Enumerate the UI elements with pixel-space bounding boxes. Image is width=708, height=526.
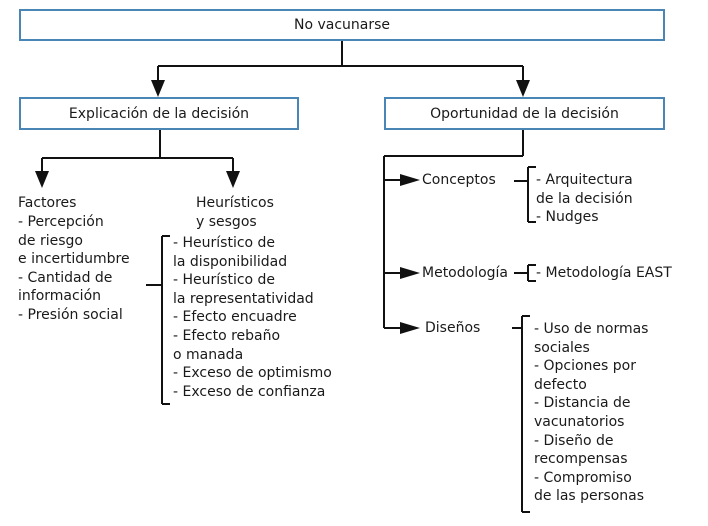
heuristicos-list: - Heurístico de la disponibilidad - Heur… — [173, 234, 332, 401]
conceptos-label: Conceptos — [422, 172, 496, 188]
conceptos-list: - Arquitectura de la decisión - Nudges — [536, 171, 633, 227]
heuristicos-item: la disponibilidad — [173, 253, 288, 270]
heuristicos-item: - Exceso de optimismo — [173, 365, 332, 382]
conceptos-item: - Arquitectura — [536, 172, 633, 188]
heuristicos-item: - Efecto encuadre — [173, 309, 297, 326]
disenos-item: - Opciones por — [534, 358, 636, 375]
disenos-list: - Uso de normas sociales - Opciones por … — [534, 320, 648, 506]
disenos-item: sociales — [534, 339, 590, 356]
heuristicos-title-line: Heurísticos — [196, 195, 274, 211]
metodologia-list: - Metodología EAST — [536, 264, 672, 283]
disenos-label: Diseños — [425, 320, 481, 336]
factores-item: - Cantidad de — [18, 269, 113, 286]
heuristicos-item: la representatividad — [173, 290, 314, 307]
explicacion-node-label: Explicación de la decisión — [68, 105, 250, 122]
disenos-item: recompensas — [534, 451, 628, 468]
explicacion-node-box: Explicación de la decisión — [19, 97, 299, 130]
heuristicos-title: Heurísticos y sesgos — [196, 194, 274, 231]
factores-item: e incertidumbre — [18, 251, 130, 268]
factores-title: Factores — [18, 195, 77, 211]
heuristicos-item: - Exceso de confianza — [173, 383, 326, 400]
factores-item: información — [18, 288, 102, 305]
heuristicos-item: - Efecto rebaño — [173, 327, 281, 344]
heuristicos-item: - Heurístico de — [173, 272, 276, 289]
factores-item: - Percepción — [18, 214, 104, 230]
disenos-item: - Uso de normas — [534, 321, 649, 337]
conceptos-item: de la decisión — [536, 190, 633, 207]
oportunidad-node-label: Oportunidad de la decisión — [430, 105, 619, 122]
oportunidad-node-box: Oportunidad de la decisión — [384, 97, 665, 130]
metodologia-item: - Metodología EAST — [536, 265, 672, 281]
disenos-item: defecto — [534, 376, 587, 393]
root-node-box: No vacunarse — [19, 9, 665, 41]
factores-item: de riesgo — [18, 232, 83, 249]
disenos-item: vacunatorios — [534, 413, 625, 430]
conceptos-item: - Nudges — [536, 209, 599, 226]
heuristicos-title-line: y sesgos — [196, 213, 257, 230]
heuristicos-item: - Heurístico de — [173, 235, 276, 251]
disenos-item: de las personas — [534, 488, 645, 505]
disenos-item: - Diseño de — [534, 432, 614, 449]
factores-list: - Percepción de riesgo e incertidumbre -… — [18, 213, 130, 325]
disenos-item: - Distancia de — [534, 395, 631, 412]
metodologia-label: Metodología — [422, 265, 509, 281]
disenos-item: - Compromiso — [534, 469, 632, 486]
factores-item: - Presión social — [18, 306, 123, 323]
heuristicos-item: o manada — [173, 346, 244, 363]
root-node-label: No vacunarse — [293, 17, 391, 33]
